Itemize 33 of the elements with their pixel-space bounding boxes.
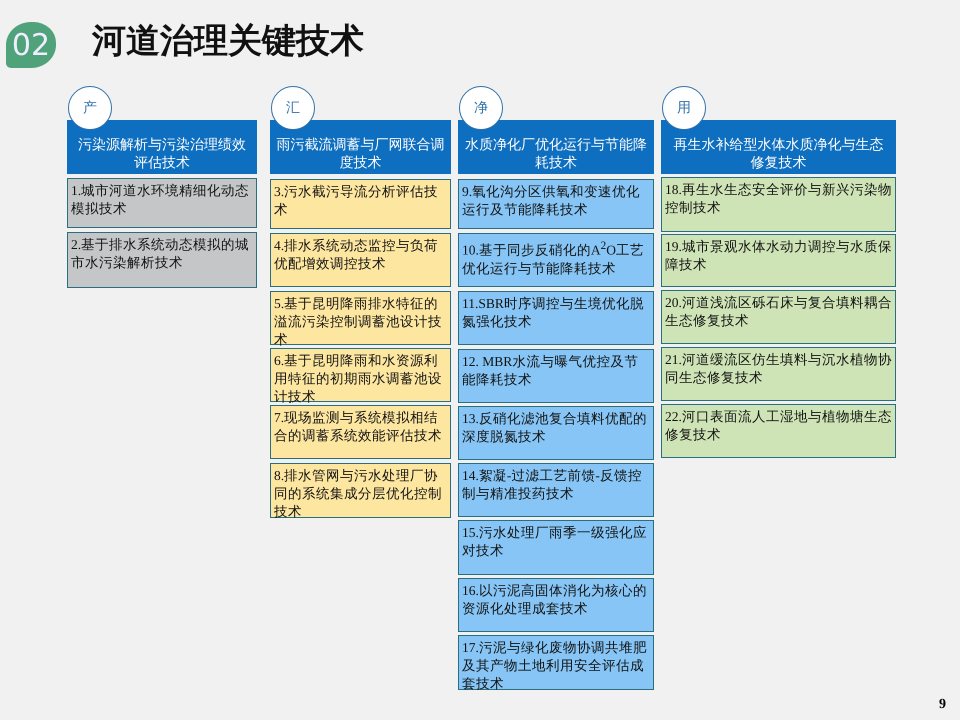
column-header: 雨污截流调蓄与厂网联合调度技术: [270, 120, 451, 174]
technology-card: 7.现场监测与系统模拟相结合的调蓄系统效能评估技术: [270, 405, 451, 459]
category-circle: 净: [459, 86, 503, 130]
category-circle: 产: [68, 86, 112, 130]
page-number: 9: [939, 697, 946, 713]
technology-card: 1.城市河道水环境精细化动态模拟技术: [67, 178, 257, 228]
column-header: 水质净化厂优化运行与节能降耗技术: [458, 120, 654, 174]
technology-card: 3.污水截污导流分析评估技术: [270, 179, 451, 229]
technology-card: 6.基于昆明降雨和水资源利用特征的初期雨水调蓄池设计技术: [270, 348, 451, 402]
technology-card: 4.排水系统动态监控与负荷优配增效调控技术: [270, 233, 451, 287]
technology-card: 21.河道缓流区仿生填料与沉水植物协同生态修复技术: [661, 347, 896, 401]
technology-card: 8.排水管网与污水处理厂协同的系统集成分层优化控制技术: [270, 463, 451, 518]
technology-card: 2.基于排水系统动态模拟的城市水污染解析技术: [67, 232, 257, 288]
column-header: 再生水补给型水体水质净化与生态修复技术: [661, 120, 896, 174]
category-circle: 汇: [271, 86, 315, 130]
technology-card: 15.污水处理厂雨季一级强化应对技术: [458, 520, 654, 575]
technology-card: 12. MBR水流与曝气优控及节能降耗技术: [458, 349, 654, 403]
technology-card: 22.河口表面流人工湿地与植物塘生态修复技术: [661, 404, 896, 458]
technology-card: 14.絮凝-过滤工艺前馈-反馈控制与精准投药技术: [458, 463, 654, 517]
technology-card: 17.污泥与绿化废物协调共堆肥及其产物土地利用安全评估成套技术: [458, 635, 654, 690]
category-circle: 用: [662, 86, 706, 130]
technology-card: 10.基于同步反硝化的A$^{2}$O工艺优化运行与节能降耗技术: [458, 233, 654, 287]
technology-card: 11.SBR时序调控与生境优化脱氮强化技术: [458, 291, 654, 345]
technology-card: 5.基于昆明降雨排水特征的溢流污染控制调蓄池设计技术: [270, 291, 451, 345]
technology-card: 20.河道浅流区砾石床与复合填料耦合生态修复技术: [661, 290, 896, 344]
technology-card: 16.以污泥高固体消化为核心的资源化处理成套技术: [458, 578, 654, 632]
section-number-badge: 02: [6, 22, 56, 68]
column-header: 污染源解析与污染治理绩效评估技术: [67, 120, 257, 174]
technology-card: 19.城市景观水体水动力调控与水质保障技术: [661, 234, 896, 287]
technology-card: 13.反硝化滤池复合填料优配的深度脱氮技术: [458, 406, 654, 460]
technology-card: 18.再生水生态安全评价与新兴污染物控制技术: [661, 177, 896, 232]
technology-card: 9.氧化沟分区供氧和变速优化运行及节能降耗技术: [458, 179, 654, 229]
slide-title: 河道治理关键技术: [92, 20, 364, 63]
